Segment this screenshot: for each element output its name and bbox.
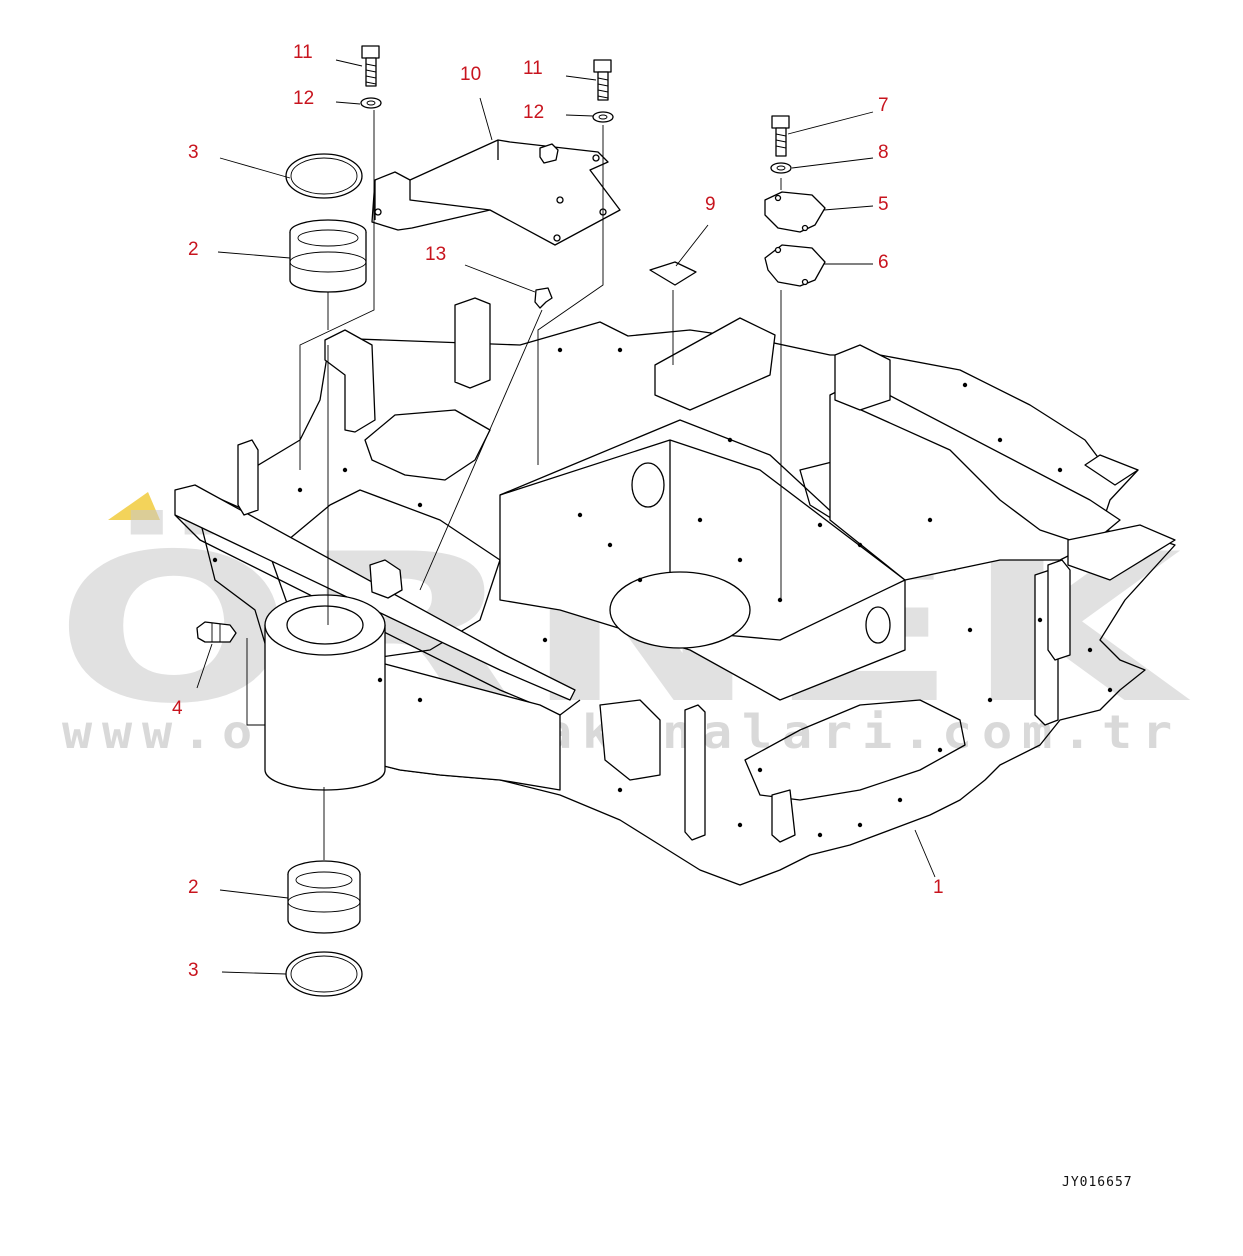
washer-item-12-right — [592, 111, 614, 123]
center-post — [454, 297, 491, 389]
lower-tab — [771, 789, 796, 843]
callout-4: 4 — [172, 698, 183, 719]
rear-block — [1084, 454, 1139, 486]
callout-11-left: 11 — [293, 42, 313, 63]
rear-bracket — [654, 317, 776, 411]
frame-right-channel — [849, 404, 1071, 541]
bolt-item-7 — [771, 115, 790, 157]
callout-2-bottom: 2 — [188, 877, 199, 898]
center-hole-small — [631, 462, 665, 508]
washer-item-12-left — [360, 97, 382, 109]
screw-item-13 — [534, 287, 553, 309]
callout-8: 8 — [878, 142, 889, 163]
callout-2-top: 2 — [188, 239, 199, 260]
callout-3-top: 3 — [188, 142, 199, 163]
lower-post — [684, 704, 706, 841]
frame-left-beam-lower — [174, 514, 581, 716]
callout-6: 6 — [878, 252, 889, 273]
callout-13: 13 — [425, 244, 446, 265]
side-hole — [865, 606, 891, 644]
callout-3-bottom: 3 — [188, 960, 199, 981]
bolt-item-11-right — [593, 59, 612, 101]
revolving-frame — [174, 297, 1176, 886]
washer-item-8 — [770, 162, 792, 174]
leader-lines — [246, 110, 782, 860]
right-post-tall — [1047, 559, 1071, 661]
bushing-item-2-top — [289, 219, 367, 293]
seal-item-3-bottom — [285, 951, 363, 997]
callout-11-right: 11 — [523, 58, 543, 79]
grease-fitting-item-4 — [196, 621, 237, 643]
callout-5: 5 — [878, 194, 889, 215]
vertical-support — [324, 329, 376, 433]
frame-bolt-holes — [212, 347, 1113, 838]
swing-bearing-hole — [609, 571, 751, 649]
callout-12-left: 12 — [293, 88, 314, 109]
boom-cylinder-bracket — [599, 699, 661, 781]
counterweight-block — [834, 344, 891, 411]
right-block — [1067, 524, 1176, 581]
callout-leaders — [196, 59, 936, 975]
frame-center-box — [499, 439, 906, 701]
bushing-item-2-bottom — [287, 860, 361, 934]
watermark-accent-mark — [108, 492, 160, 520]
drawing-number: JY016657 — [1062, 1175, 1133, 1190]
cover-plate-item-10 — [371, 139, 621, 246]
gasket-item-6 — [764, 244, 826, 287]
bolt-item-11-left — [361, 45, 380, 87]
cover-item-5 — [764, 191, 826, 233]
callout-9: 9 — [705, 194, 716, 215]
callout-12-right: 12 — [523, 102, 544, 123]
callout-1: 1 — [933, 877, 944, 898]
frame-deck-outline — [179, 321, 1176, 886]
swing-post-top — [264, 594, 386, 656]
frame-center-box-top — [499, 419, 906, 581]
swing-post-bore — [286, 605, 364, 645]
frame-left-opening — [364, 409, 491, 481]
left-post — [237, 439, 259, 516]
callout-labels: 1 2 2 3 3 4 5 6 7 8 9 10 11 11 12 12 13 — [172, 42, 944, 981]
callout-7: 7 — [878, 95, 889, 116]
callout-10: 10 — [460, 64, 481, 85]
pad-item-9 — [649, 261, 697, 286]
swing-post-cylinder — [264, 624, 386, 791]
seal-item-3-top — [285, 153, 363, 199]
pivot-boss — [369, 559, 403, 599]
